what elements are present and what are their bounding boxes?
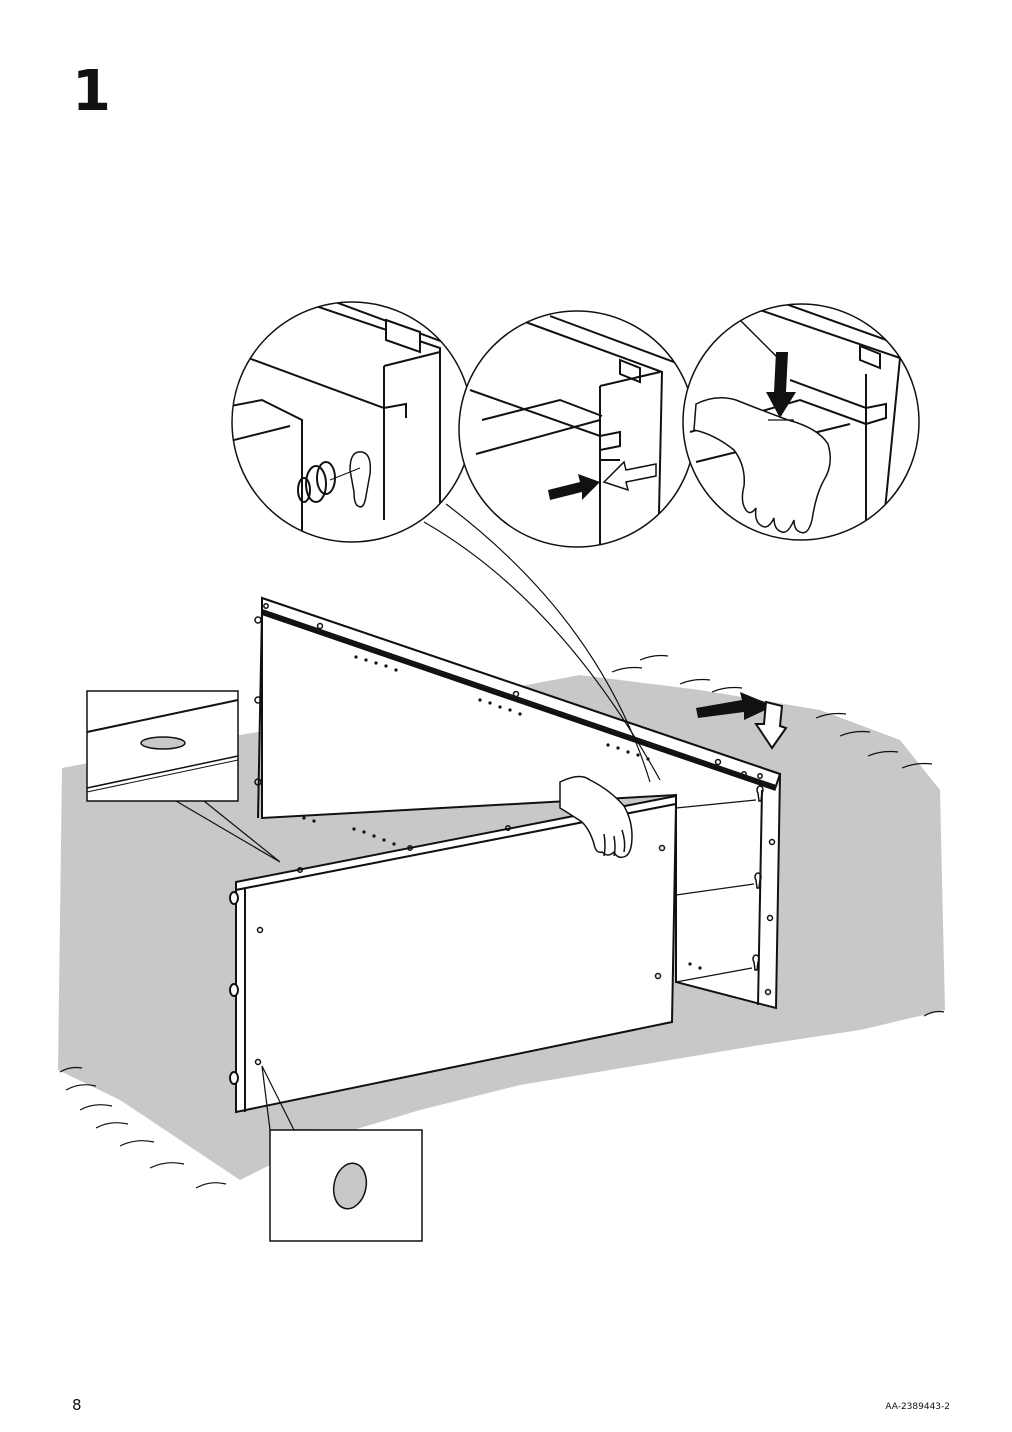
detail-circle-slide-in <box>458 310 696 548</box>
callout-leader-lines <box>423 503 661 783</box>
press-down-arrow-icon <box>766 352 796 418</box>
push-arrow-icon <box>696 692 788 750</box>
detail-circle-press-down <box>682 303 920 541</box>
back-panel <box>254 596 782 1010</box>
hand-icon <box>559 775 633 859</box>
move-left-arrow-icon <box>602 460 657 492</box>
side-panel <box>229 794 678 1114</box>
step-number: 1 <box>72 59 111 124</box>
push-right-arrow-icon <box>548 474 600 500</box>
detail-circle-cam-lock <box>231 301 473 543</box>
detail-callout-hole <box>86 690 281 863</box>
page-number: 8 <box>72 1396 82 1414</box>
document-code: AA-2389443-2 <box>885 1402 950 1412</box>
detail-callout-dowel-hole <box>261 1065 423 1242</box>
